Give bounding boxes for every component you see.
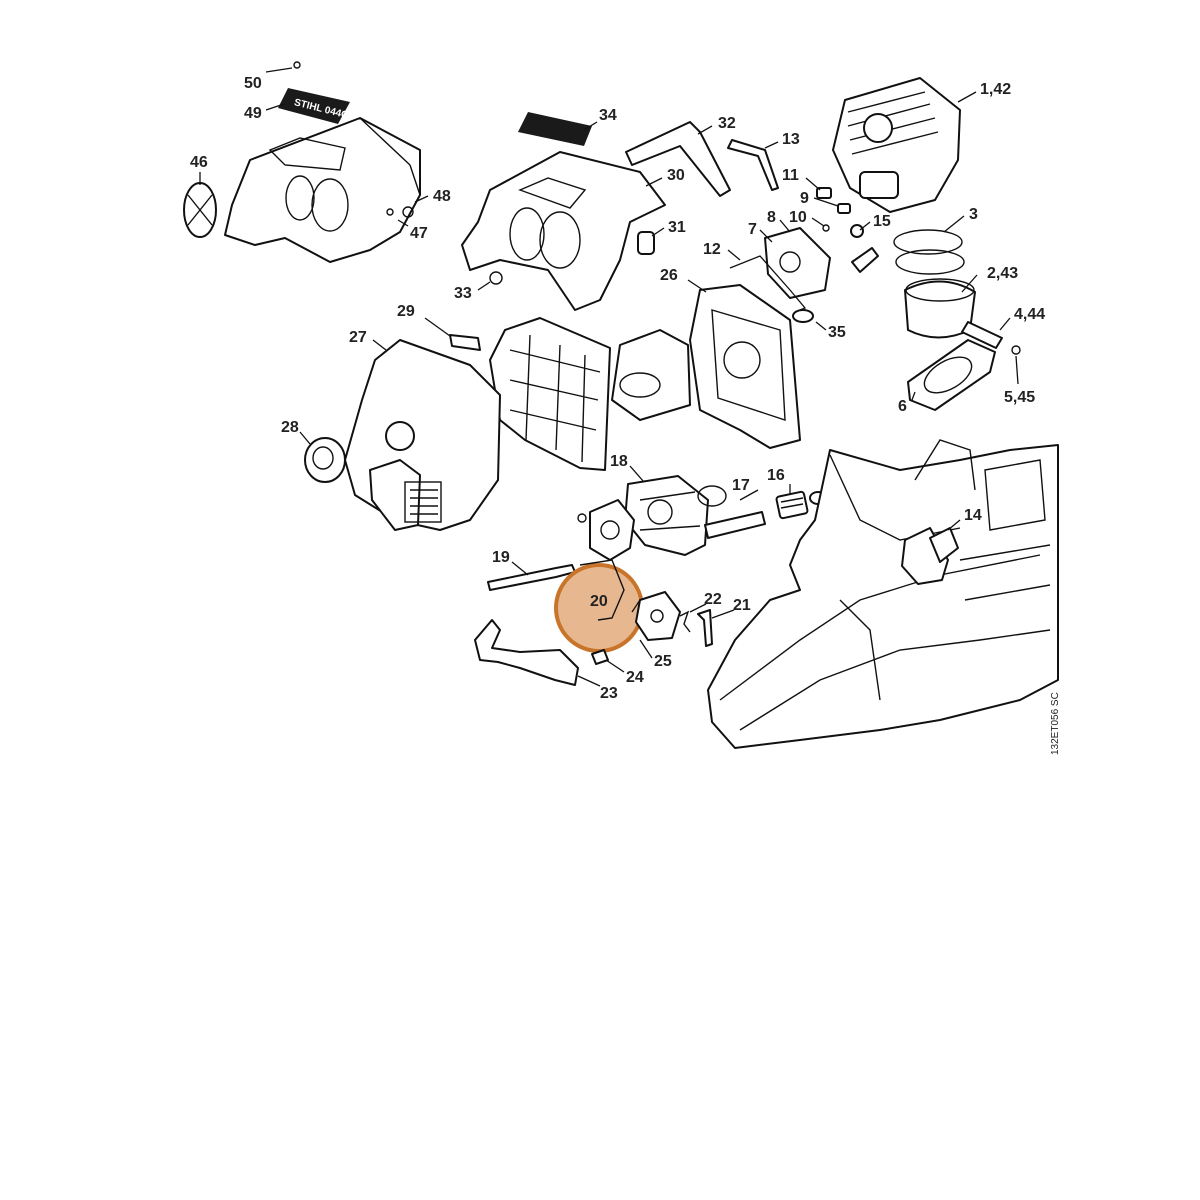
label-13: 13 <box>782 131 800 148</box>
label-2-43: 2,43 <box>987 265 1018 282</box>
part-26-plate <box>689 284 801 449</box>
part-labels: 50 49 46 48 47 34 32 13 1,42 30 11 9 10 … <box>190 75 1045 702</box>
label-18: 18 <box>610 453 628 470</box>
part-29-clip <box>449 334 481 351</box>
shroud-cover-left <box>224 117 421 263</box>
label-8: 8 <box>767 209 776 226</box>
label-33: 33 <box>454 285 472 302</box>
part-25-trigger-housing <box>635 591 681 641</box>
part-23-trigger <box>474 619 579 686</box>
part-4-pin <box>961 321 1003 349</box>
label-4-44: 4,44 <box>1014 306 1045 323</box>
label-24: 24 <box>626 669 644 686</box>
part-28-knob <box>304 437 346 483</box>
carb-gasket <box>589 499 635 561</box>
carb-screw <box>577 513 587 523</box>
label-28: 28 <box>281 419 299 436</box>
part-46-knob <box>183 182 217 238</box>
label-9: 9 <box>800 190 809 207</box>
part-32-baffle <box>625 121 731 197</box>
leader-lines <box>199 67 1019 687</box>
label-11: 11 <box>782 167 799 184</box>
label-15: 15 <box>873 213 891 230</box>
part-27-filter-cover <box>344 339 501 531</box>
label-30: 30 <box>667 167 685 184</box>
part-31-sleeve <box>637 231 655 255</box>
part-17-hose <box>697 485 766 539</box>
label-35: 35 <box>828 324 846 341</box>
label-47: 47 <box>410 225 428 242</box>
label-19: 19 <box>492 549 510 566</box>
label-14: 14 <box>964 507 982 524</box>
part-18-carburetor <box>624 475 709 556</box>
label-34: 34 <box>599 107 617 124</box>
label-50: 50 <box>244 75 262 92</box>
part-49-decal: STIHL 044C <box>278 88 350 124</box>
part-34-decal <box>518 112 592 146</box>
label-29: 29 <box>397 303 415 320</box>
label-20: 20 <box>590 593 608 610</box>
part-30-cover <box>461 151 666 311</box>
part-22-spring <box>679 610 691 633</box>
air-filter <box>489 317 611 471</box>
label-6: 6 <box>898 398 907 415</box>
filter-frame <box>611 329 691 421</box>
label-1-42: 1,42 <box>980 81 1011 98</box>
part-33-grommet <box>489 271 503 285</box>
label-25: 25 <box>654 653 672 670</box>
part-13-hose <box>727 139 779 191</box>
drawing-code: 132ET056 SC <box>1050 692 1061 755</box>
label-5-45: 5,45 <box>1004 389 1035 406</box>
label-17: 17 <box>732 477 750 494</box>
label-16: 16 <box>767 467 785 484</box>
part-5-clip <box>1011 345 1021 355</box>
label-7: 7 <box>748 221 757 238</box>
label-23: 23 <box>600 685 618 702</box>
label-48: 48 <box>433 188 451 205</box>
crankcase-housing <box>707 439 1059 749</box>
label-10: 10 <box>789 209 807 226</box>
part-1-cylinder <box>832 77 961 213</box>
part-48-47-fasteners <box>386 206 414 218</box>
label-46: 46 <box>190 154 208 171</box>
label-49: 49 <box>244 105 262 122</box>
part-50-screw <box>293 61 301 69</box>
part-6-gasket <box>907 339 996 411</box>
label-12: 12 <box>703 241 721 258</box>
label-3: 3 <box>969 206 978 223</box>
label-26: 26 <box>660 267 678 284</box>
part-24-spring <box>591 649 609 665</box>
label-21: 21 <box>733 597 751 614</box>
parts-9-11-15-small <box>816 187 879 273</box>
part-21-pin <box>697 609 713 647</box>
part-14-boot <box>929 527 959 563</box>
part-7-8-carb-flange <box>764 227 831 299</box>
part-3-rings <box>893 229 965 275</box>
label-27: 27 <box>349 329 367 346</box>
label-32: 32 <box>718 115 736 132</box>
part-35-grommet <box>792 309 814 323</box>
label-31: 31 <box>668 219 686 236</box>
label-22: 22 <box>704 591 722 608</box>
